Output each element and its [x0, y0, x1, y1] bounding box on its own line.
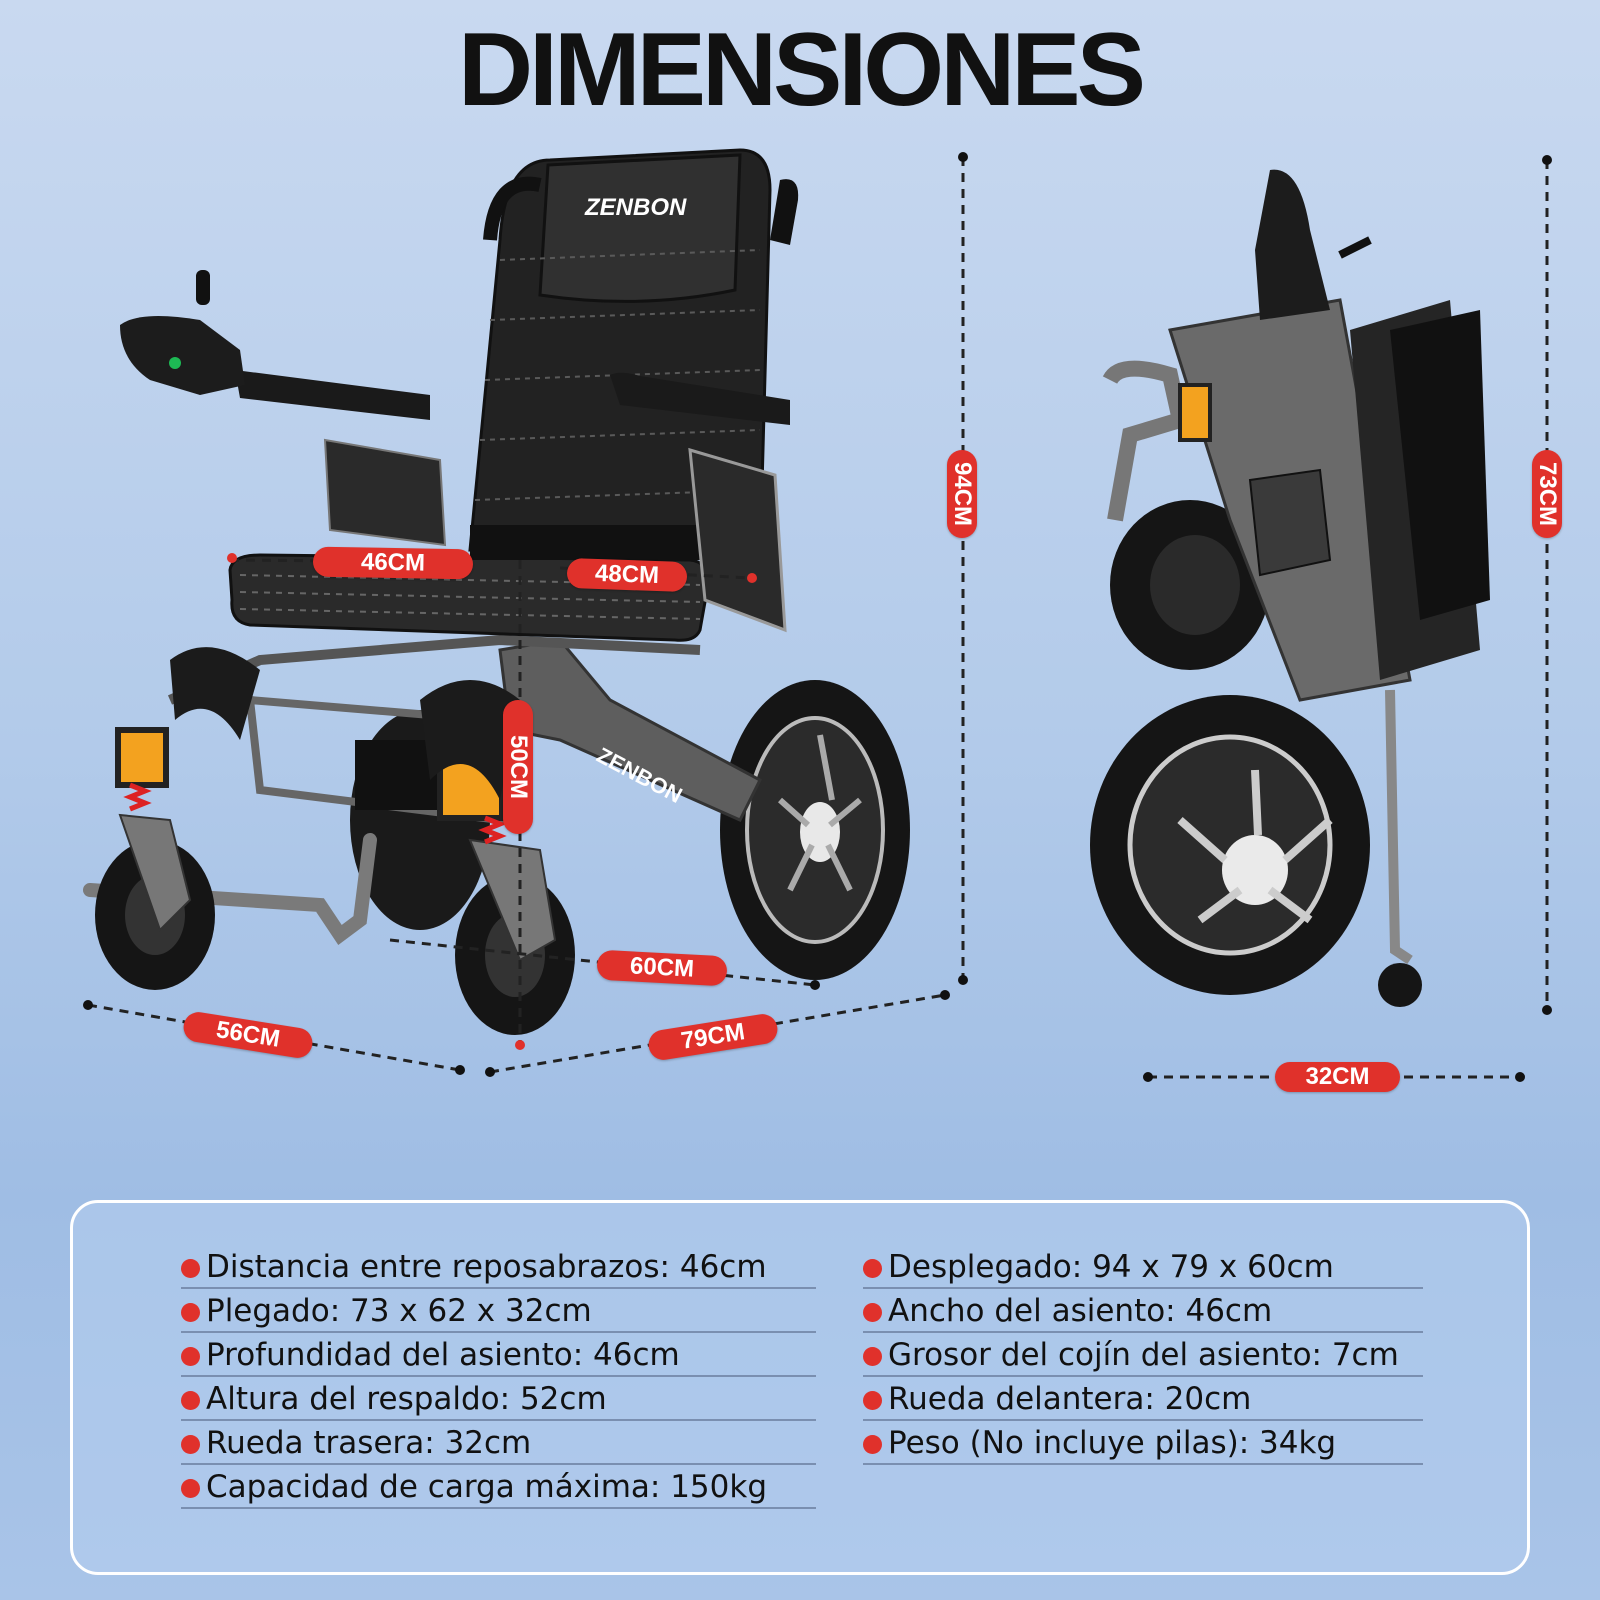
specifications-panel: Distancia entre reposabrazos: 46cm Plega…: [70, 1200, 1530, 1575]
bullet-dot: [181, 1303, 200, 1322]
bullet-dot: [181, 1391, 200, 1410]
dimension-armrest-gap: 46CM: [312, 546, 474, 580]
spec-text: Altura del respaldo: 52cm: [206, 1381, 607, 1417]
bullet-dot: [181, 1435, 200, 1454]
specs-left-column: Distancia entre reposabrazos: 46cm Plega…: [181, 1245, 816, 1509]
bullet-dot: [863, 1347, 882, 1366]
bullet-dot: [181, 1479, 200, 1498]
spec-item: Distancia entre reposabrazos: 46cm: [181, 1245, 816, 1289]
spec-text: Grosor del cojín del asiento: 7cm: [888, 1337, 1399, 1373]
spec-item: Altura del respaldo: 52cm: [181, 1377, 816, 1421]
bullet-dot: [181, 1259, 200, 1278]
dimension-seat-width: 48CM: [566, 557, 688, 593]
spec-item: Profundidad del asiento: 46cm: [181, 1333, 816, 1377]
bullet-dot: [181, 1347, 200, 1366]
spec-text: Rueda trasera: 32cm: [206, 1425, 532, 1461]
dimension-seat-height: 50CM: [503, 700, 533, 834]
page-title: DIMENSIONES: [457, 12, 1146, 128]
spec-item: Capacidad de carga máxima: 150kg: [181, 1465, 816, 1509]
bullet-dot: [863, 1259, 882, 1278]
wheelchair-unfolded: ZENBON: [83, 148, 910, 1035]
front-casters: [95, 813, 575, 1035]
spec-item: Rueda delantera: 20cm: [863, 1377, 1423, 1421]
spec-text: Plegado: 73 x 62 x 32cm: [206, 1293, 592, 1329]
spec-text: Rueda delantera: 20cm: [888, 1381, 1252, 1417]
spec-item: Peso (No incluye pilas): 34kg: [863, 1421, 1423, 1465]
bullet-dot: [863, 1303, 882, 1322]
spec-text: Capacidad de carga máxima: 150kg: [206, 1469, 767, 1505]
dimension-folded-height: 73CM: [1532, 450, 1562, 539]
spec-item: Plegado: 73 x 62 x 32cm: [181, 1289, 816, 1333]
spec-text: Profundidad del asiento: 46cm: [206, 1337, 680, 1373]
dimension-red-points: [227, 553, 757, 1050]
bullet-dot: [863, 1391, 882, 1410]
spec-item: Ancho del asiento: 46cm: [863, 1289, 1423, 1333]
bullet-dot: [863, 1435, 882, 1454]
joystick-controller: [120, 270, 245, 395]
spec-item: Rueda trasera: 32cm: [181, 1421, 816, 1465]
backrest-brand: ZENBON: [584, 194, 687, 221]
spec-text: Distancia entre reposabrazos: 46cm: [206, 1249, 767, 1285]
dimension-folded-width: 32CM: [1275, 1062, 1400, 1092]
wheelchair-folded: [1090, 169, 1490, 1007]
spec-item: Desplegado: 94 x 79 x 60cm: [863, 1245, 1423, 1289]
dimension-endpoints: [83, 152, 1552, 1082]
specs-right-column: Desplegado: 94 x 79 x 60cm Ancho del asi…: [863, 1245, 1423, 1465]
spec-text: Ancho del asiento: 46cm: [888, 1293, 1273, 1329]
rear-wheel: [720, 680, 910, 980]
spec-item: Grosor del cojín del asiento: 7cm: [863, 1333, 1423, 1377]
spec-text: Desplegado: 94 x 79 x 60cm: [888, 1249, 1334, 1285]
spec-text: Peso (No incluye pilas): 34kg: [888, 1425, 1337, 1461]
dimension-overall-height: 94CM: [947, 450, 977, 539]
